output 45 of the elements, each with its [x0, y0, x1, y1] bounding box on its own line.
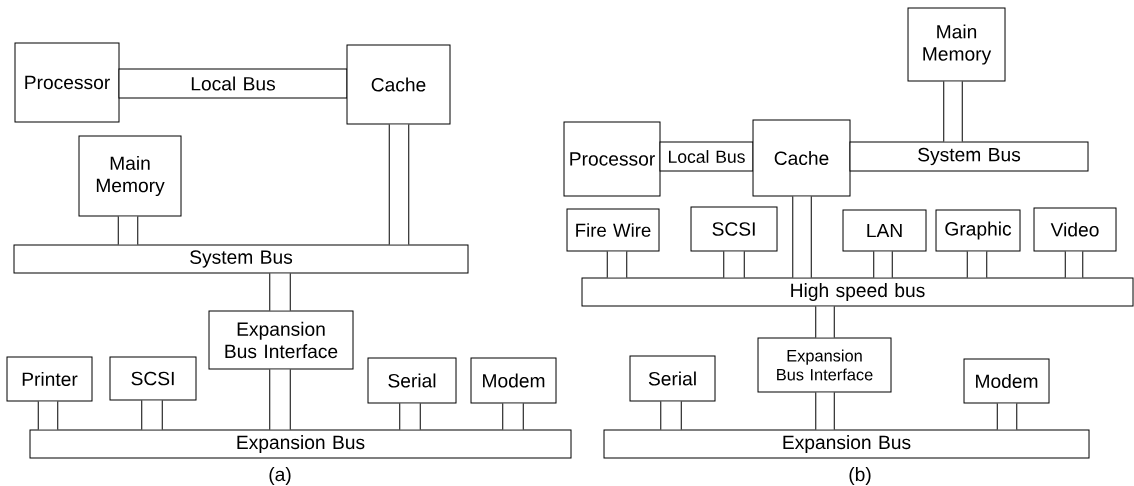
- bus-connector: [966, 251, 988, 278]
- bus-connector: [1064, 251, 1084, 278]
- component-box: Cache: [752, 119, 851, 197]
- component-box: SCSI: [690, 206, 778, 252]
- bus-connector: [117, 216, 139, 245]
- bus-connector: [269, 369, 291, 430]
- bus-bar: Local Bus: [118, 68, 348, 99]
- component-box: Graphic: [935, 209, 1021, 252]
- component-box: Modem: [963, 358, 1050, 404]
- bus-connector: [269, 273, 291, 311]
- bus-connector: [815, 392, 835, 430]
- bus-bar: High speed bus: [581, 277, 1134, 307]
- component-box: Video: [1033, 207, 1117, 252]
- bus-connector: [660, 401, 682, 430]
- bus-connector: [792, 196, 812, 278]
- bus-connector: [606, 251, 628, 278]
- component-box: Main Memory: [907, 7, 1006, 82]
- bus-bar: System Bus: [13, 244, 469, 274]
- bus-connector: [723, 251, 745, 278]
- component-box: Serial: [367, 357, 457, 404]
- bus-bar: Expansion Bus: [29, 429, 572, 459]
- bus-connector: [873, 251, 893, 278]
- component-box: Serial: [629, 355, 716, 402]
- component-box: Expansion Bus Interface: [208, 310, 354, 370]
- component-box: Cache: [346, 44, 451, 125]
- bus-connector: [943, 81, 963, 142]
- bus-connector: [502, 403, 524, 430]
- component-box: Expansion Bus Interface: [757, 337, 892, 393]
- component-box: SCSI: [109, 356, 197, 401]
- component-box: Fire Wire: [566, 208, 660, 252]
- bus-bar: System Bus: [849, 141, 1089, 172]
- component-box: LAN: [842, 209, 927, 252]
- bus-bar: Local Bus: [659, 141, 754, 172]
- bus-connector: [815, 306, 835, 338]
- component-box: Main Memory: [78, 135, 182, 217]
- bus-connector: [388, 124, 410, 245]
- component-box: Processor: [563, 121, 661, 197]
- bus-connector: [37, 401, 59, 430]
- bus-connector: [141, 400, 163, 430]
- bus-bar: Expansion Bus: [603, 429, 1090, 459]
- component-box: Processor: [14, 42, 120, 123]
- component-box: Printer: [6, 356, 93, 402]
- bus-connector: [996, 403, 1018, 430]
- bus-connector: [399, 403, 421, 430]
- component-box: Modem: [470, 357, 557, 404]
